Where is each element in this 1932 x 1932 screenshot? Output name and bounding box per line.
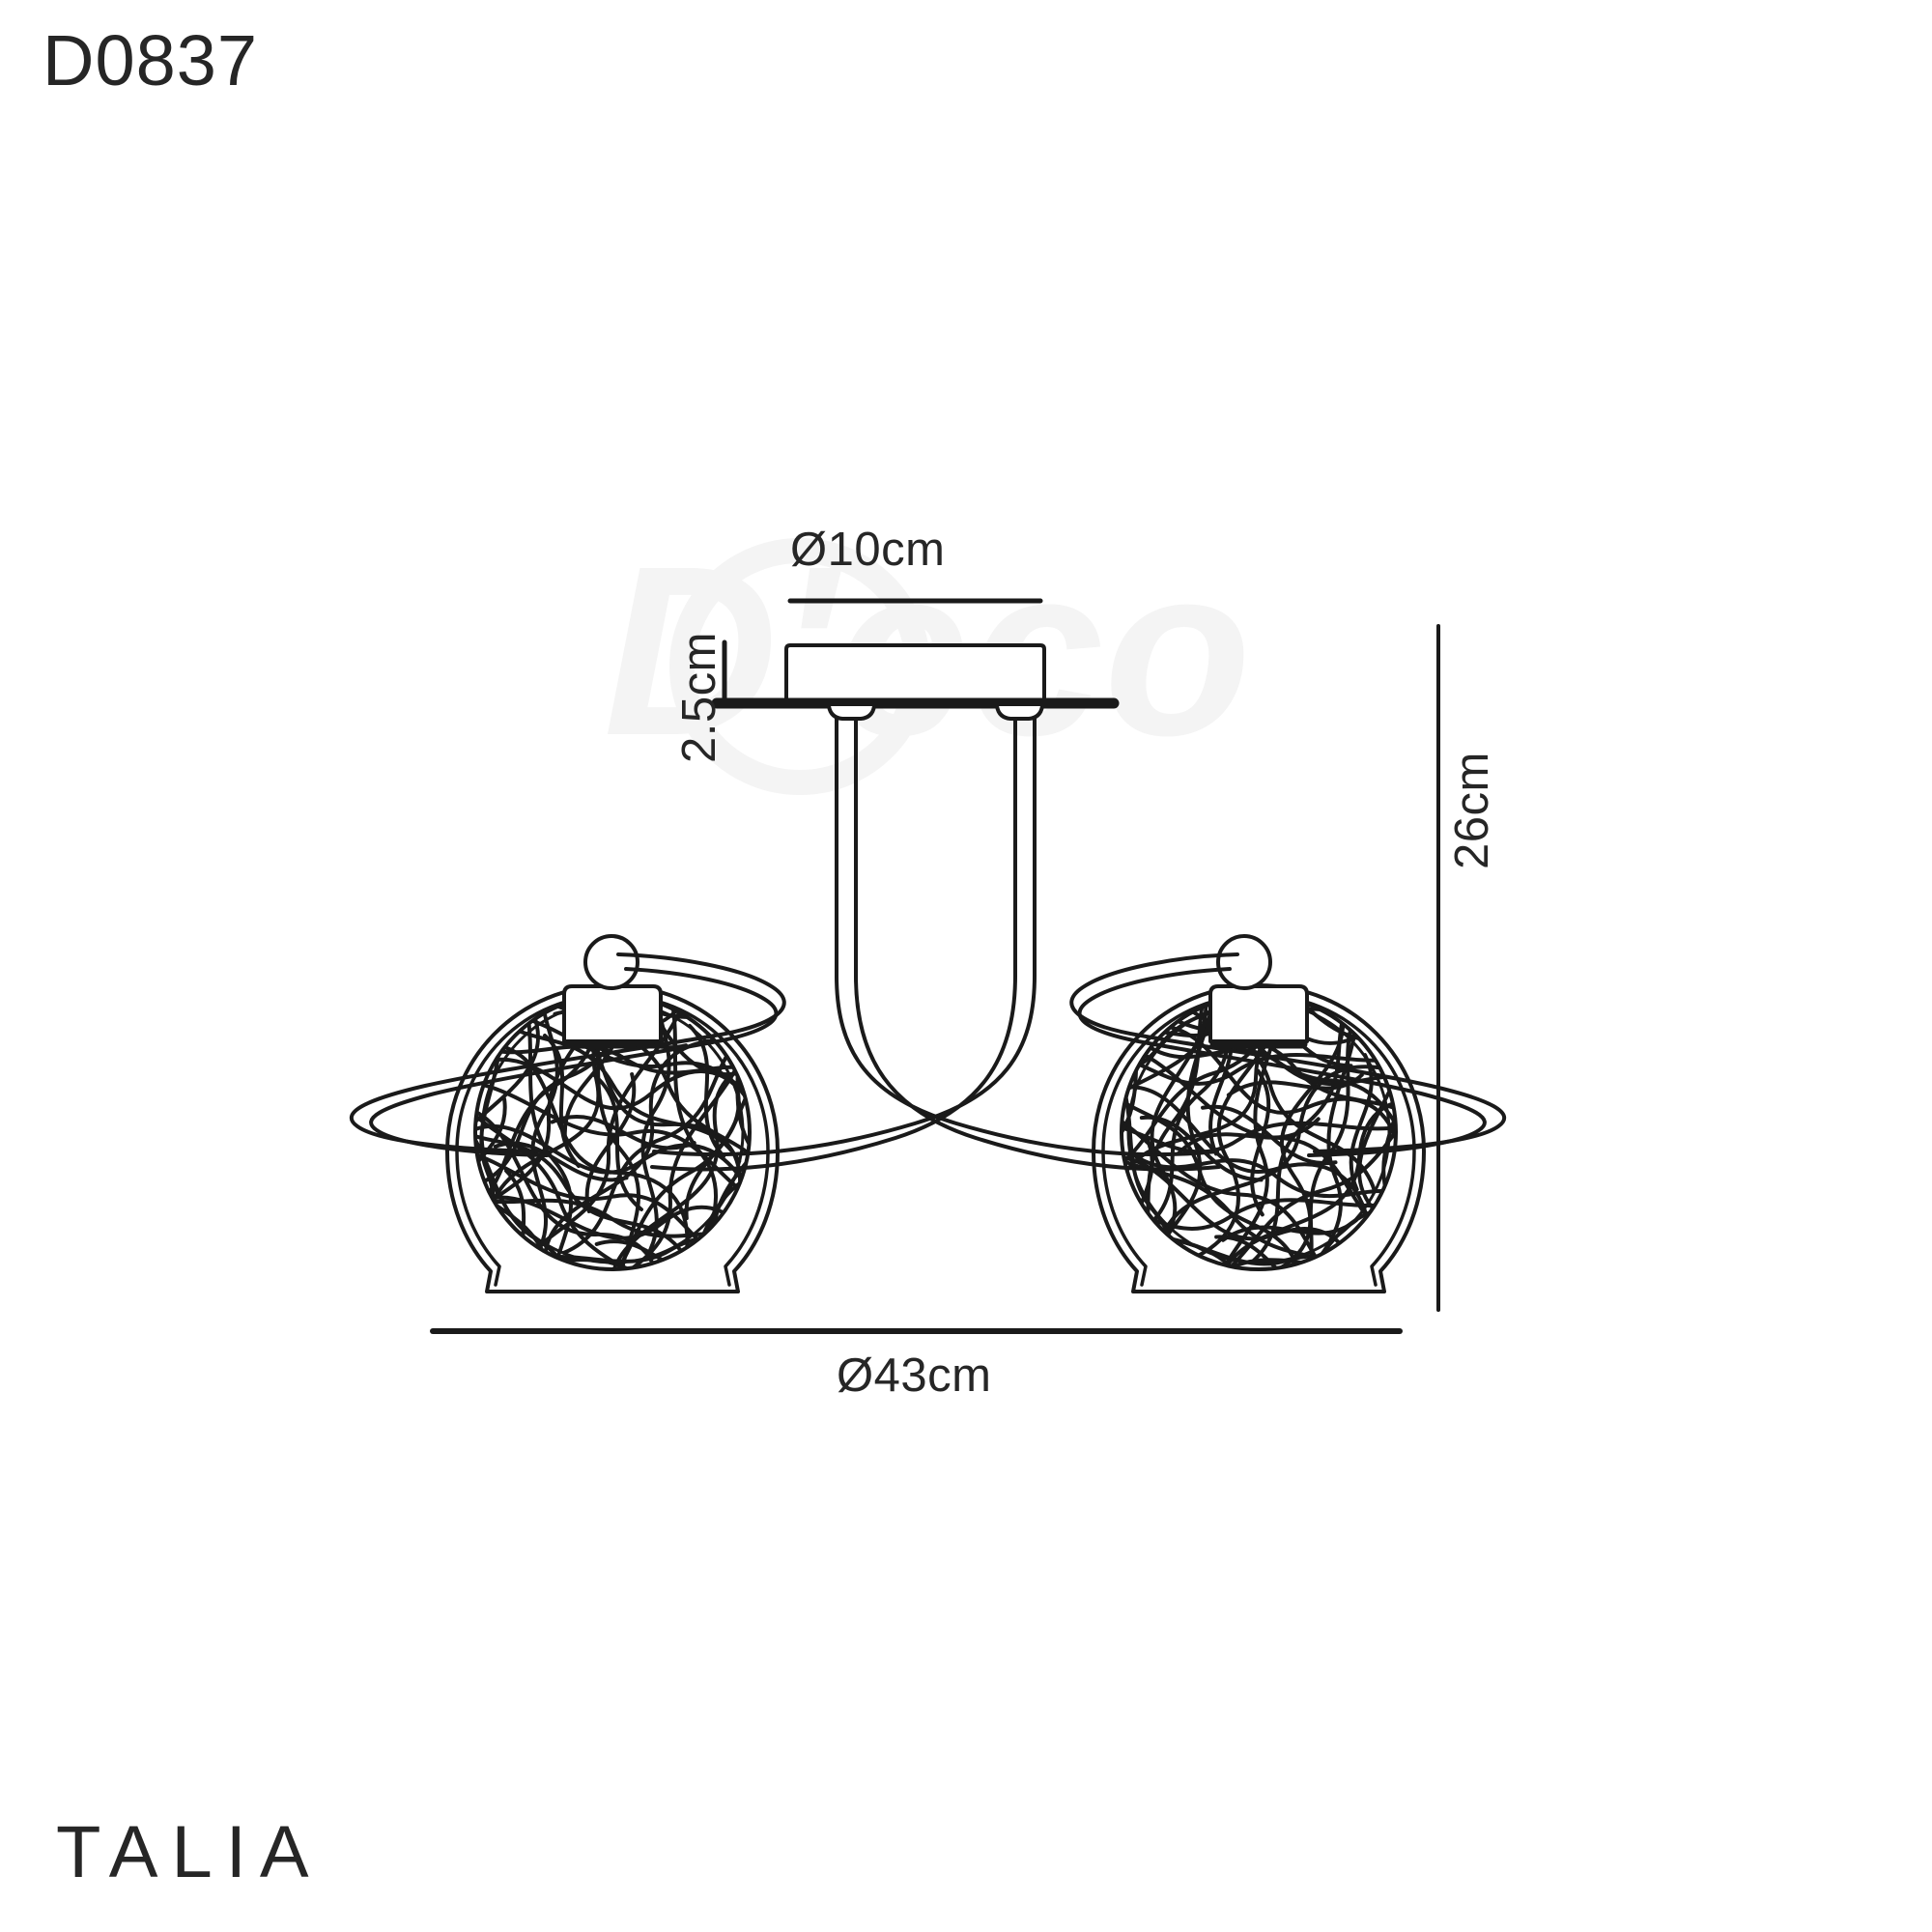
ceiling-plate — [711, 643, 1120, 709]
glass-globe-right — [1092, 983, 1426, 1293]
lamp-head-right — [1069, 934, 1507, 1293]
decorative-ring-left — [349, 952, 786, 1157]
dimension-label-plate-height: 2.5cm — [673, 632, 725, 763]
lamp-head-left — [349, 934, 786, 1293]
dimension-label-drop: 26cm — [1446, 752, 1498, 869]
dimension-label-overall-diameter: Ø43cm — [837, 1350, 992, 1402]
dimension-lines — [430, 598, 1440, 1334]
dimension-label-plate-diameter: Ø10cm — [790, 524, 946, 576]
glass-globe-left — [445, 983, 780, 1293]
arm-right — [650, 704, 1044, 1172]
brand-name: TALIA — [56, 1811, 323, 1893]
product-code: D0837 — [43, 20, 259, 100]
decorative-ring-right — [1069, 952, 1507, 1157]
